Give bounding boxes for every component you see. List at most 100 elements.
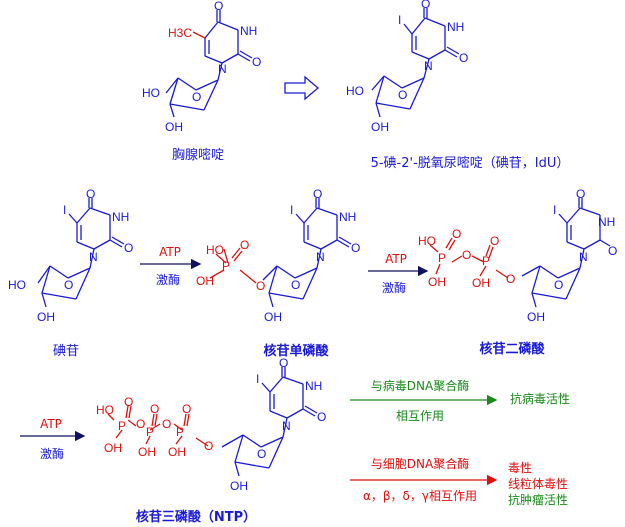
oxo-top-label: O <box>421 0 430 11</box>
phosphate-oh-2-label: OH <box>472 276 490 290</box>
iododeoxyuridine-structure: I O NH O N HO O OH <box>346 0 468 134</box>
bridge-o-label: O <box>462 248 471 262</box>
iodo-label: I <box>290 203 293 217</box>
ring-o-label: O <box>398 88 407 102</box>
ester-o-label: O <box>256 279 265 293</box>
ho-label: HO <box>142 86 160 100</box>
phosphate-ho-label: HO <box>96 403 114 417</box>
n-label: N <box>218 62 227 76</box>
oxo-right-label: O <box>252 55 261 69</box>
oxo-top-label: O <box>86 187 95 201</box>
thymidine-structure: H3C O NH O N HO O OH <box>142 0 261 134</box>
oxo-right-label: O <box>608 244 617 258</box>
step3-kinase-label: 激酶 <box>40 446 64 461</box>
iododeoxyuridine-name: 5-碘-2'-脱氧尿嘧啶（碘苷，IdU） <box>371 156 570 171</box>
nh-label: NH <box>305 379 322 393</box>
idoxuridine-name: 碘苷 <box>53 344 79 359</box>
ho-label: HO <box>8 278 26 292</box>
phosphorus-label: P <box>222 259 230 273</box>
step2-kinase-label: 激酶 <box>382 280 406 295</box>
ho-label: HO <box>346 84 364 98</box>
oxo-right-label: O <box>459 51 468 65</box>
cell-interaction-label: α，β，δ，γ相互作用 <box>363 489 477 503</box>
bridge-o-2-label: O <box>162 417 171 431</box>
phosphorus-3-label: P <box>176 425 184 439</box>
transform-arrow <box>284 75 320 101</box>
cell-polymerase-label: 与细胞DNA聚合酶 <box>371 456 469 471</box>
iodo-label: I <box>553 203 556 217</box>
ring-o-label: O <box>64 278 73 292</box>
phosphate-oh-label: OH <box>196 274 214 288</box>
methyl-group-label: H3C <box>168 26 192 40</box>
n-label: N <box>579 250 588 264</box>
oxo-top-label: O <box>576 187 585 201</box>
monophosphate-structure: I O NH O N O OH HO P O OH O <box>196 187 360 324</box>
phosphate-oh-2-label: OH <box>138 445 156 459</box>
triphosphate-name: 核苷三磷酸（NTP） <box>136 509 256 525</box>
ring-o-label: O <box>192 90 201 104</box>
iodo-label: I <box>63 203 66 217</box>
phosphoryl-o-2-label: O <box>150 402 159 416</box>
step1-atp-label: ATP <box>159 245 181 259</box>
idoxuridine-structure: I O NH O N HO O OH <box>8 187 133 324</box>
step2-atp-label: ATP <box>385 252 407 266</box>
monophosphate-name: 核苷单磷酸 <box>263 343 329 359</box>
antitumor-activity-label: 抗肿瘤活性 <box>508 492 568 507</box>
ring-o-label: O <box>291 278 300 292</box>
phosphoryl-o-label: O <box>240 238 249 252</box>
nh-label: NH <box>339 210 356 224</box>
phosphorus-2-label: P <box>482 254 490 268</box>
oh-label: OH <box>230 479 248 493</box>
diphosphate-structure: I O NH O N O OH HO P O OH O P O OH O <box>418 187 617 324</box>
ester-o-label: O <box>506 272 515 286</box>
virus-interaction-label: 相互作用 <box>396 409 444 423</box>
mitochondrial-toxicity-label: 线粒体毒性 <box>508 476 568 491</box>
phosphoryl-o-1-label: O <box>124 395 133 409</box>
virus-polymerase-label: 与病毒DNA聚合酶 <box>371 378 469 393</box>
n-label: N <box>89 250 98 264</box>
oh-label: OH <box>371 120 389 134</box>
nh-label: NH <box>598 215 615 229</box>
ring-o-label: O <box>257 447 266 461</box>
oh-label: OH <box>165 120 183 134</box>
nh-label: NH <box>112 210 129 224</box>
phosphorus-1-label: P <box>118 419 126 433</box>
oh-label: OH <box>264 310 282 324</box>
n-label: N <box>282 419 291 433</box>
n-label: N <box>424 59 433 73</box>
ester-o-label: O <box>204 439 213 453</box>
bridge-o-1-label: O <box>136 417 145 431</box>
nh-label: NH <box>240 24 257 38</box>
step3-atp-label: ATP <box>40 417 62 431</box>
phosphate-oh-1-label: OH <box>428 275 446 289</box>
oxo-right-label: O <box>124 241 133 255</box>
toxicity-label: 毒性 <box>508 461 532 475</box>
thymidine-name: 胸腺嘧啶 <box>172 148 224 163</box>
antiviral-activity-label: 抗病毒活性 <box>510 391 570 406</box>
oxo-top-label: O <box>313 187 322 201</box>
oxo-top-label: O <box>279 356 288 370</box>
triphosphate-structure: I O NH O N O OH HO P O OH O P O OH O P O… <box>96 356 326 493</box>
phosphoryl-o-2-label: O <box>490 234 499 248</box>
oxo-right-label: O <box>317 410 326 424</box>
phosphate-ho-label: HO <box>418 234 436 248</box>
nh-label: NH <box>447 20 464 34</box>
step1-kinase-label: 激酶 <box>156 272 180 287</box>
phosphoryl-o-1-label: O <box>452 227 461 241</box>
diphosphate-name: 核苷二磷酸 <box>479 341 545 357</box>
phosphate-ho-label: HO <box>206 243 224 257</box>
phosphate-oh-3-label: OH <box>168 445 186 459</box>
oh-label: OH <box>527 310 545 324</box>
oh-label: OH <box>37 310 55 324</box>
oxo-right-label: O <box>351 241 360 255</box>
phosphate-oh-1-label: OH <box>104 441 122 455</box>
iodo-label: I <box>398 13 401 27</box>
phosphorus-1-label: P <box>438 251 446 265</box>
ring-o-label: O <box>554 278 563 292</box>
iodo-label: I <box>256 372 259 386</box>
oxo-top-label: O <box>214 0 223 13</box>
n-label: N <box>316 250 325 264</box>
phosphoryl-o-3-label: O <box>182 402 191 416</box>
phosphorus-2-label: P <box>146 425 154 439</box>
